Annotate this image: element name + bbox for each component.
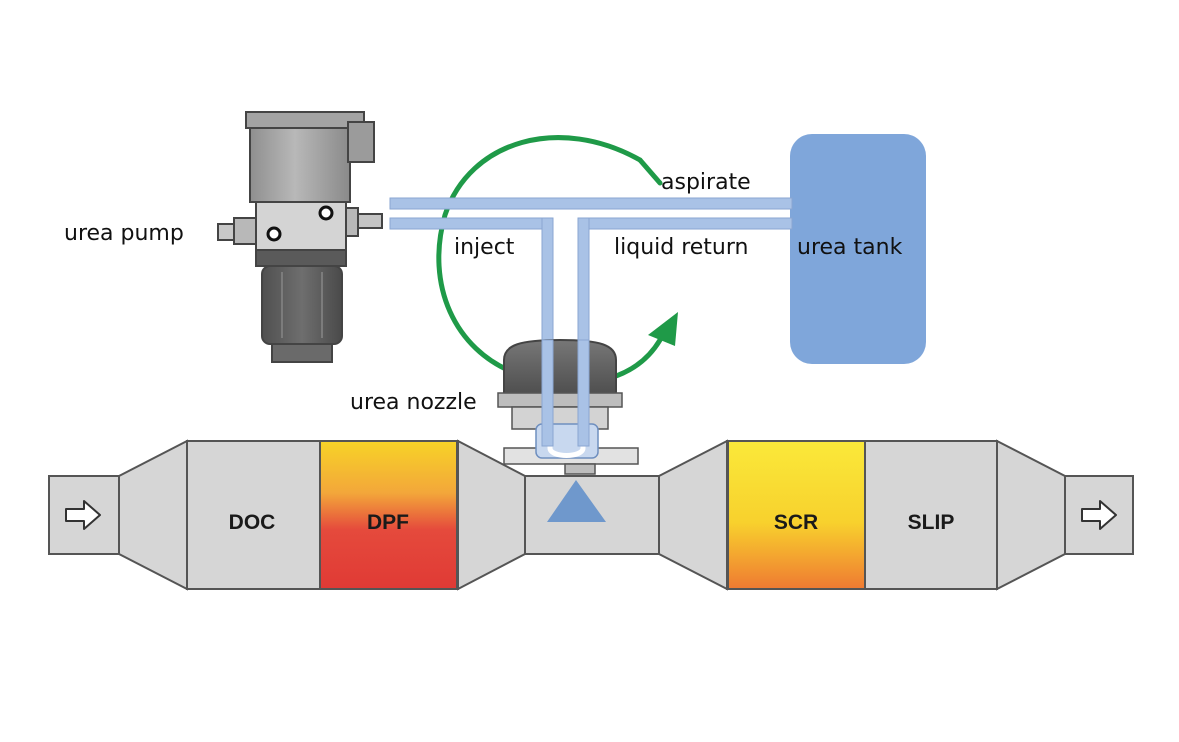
slip-label: SLIP xyxy=(908,511,955,534)
mid-cone-right xyxy=(658,439,728,591)
inlet-cone xyxy=(118,439,188,591)
aspirate-pipe xyxy=(389,197,793,210)
scr-label: SCR xyxy=(774,511,818,534)
aspirate-label: aspirate xyxy=(661,170,751,195)
urea-pump xyxy=(217,111,383,363)
doc-label: DOC xyxy=(229,511,276,534)
urea-tank xyxy=(790,134,926,364)
dpf-label: DPF xyxy=(367,511,409,534)
urea-tank-label: urea tank xyxy=(797,235,903,260)
inject-label: inject xyxy=(454,235,515,260)
return-pipe-overlay xyxy=(577,339,590,447)
urea-pump-label: urea pump xyxy=(64,221,184,246)
urea-nozzle xyxy=(497,338,639,475)
scr-segment xyxy=(727,440,866,590)
liquid-return-label: liquid return xyxy=(614,235,748,260)
spray-triangle-icon xyxy=(547,480,606,522)
urea-nozzle-label: urea nozzle xyxy=(350,390,477,415)
return-pipe-horizontal xyxy=(577,217,793,230)
dpf-segment xyxy=(319,440,458,590)
inject-pipe-overlay xyxy=(541,339,554,447)
right-arrow-icon xyxy=(1081,500,1117,530)
outlet-cone xyxy=(996,439,1066,591)
right-arrow-icon xyxy=(65,500,101,530)
inject-pipe-horizontal xyxy=(389,217,551,230)
